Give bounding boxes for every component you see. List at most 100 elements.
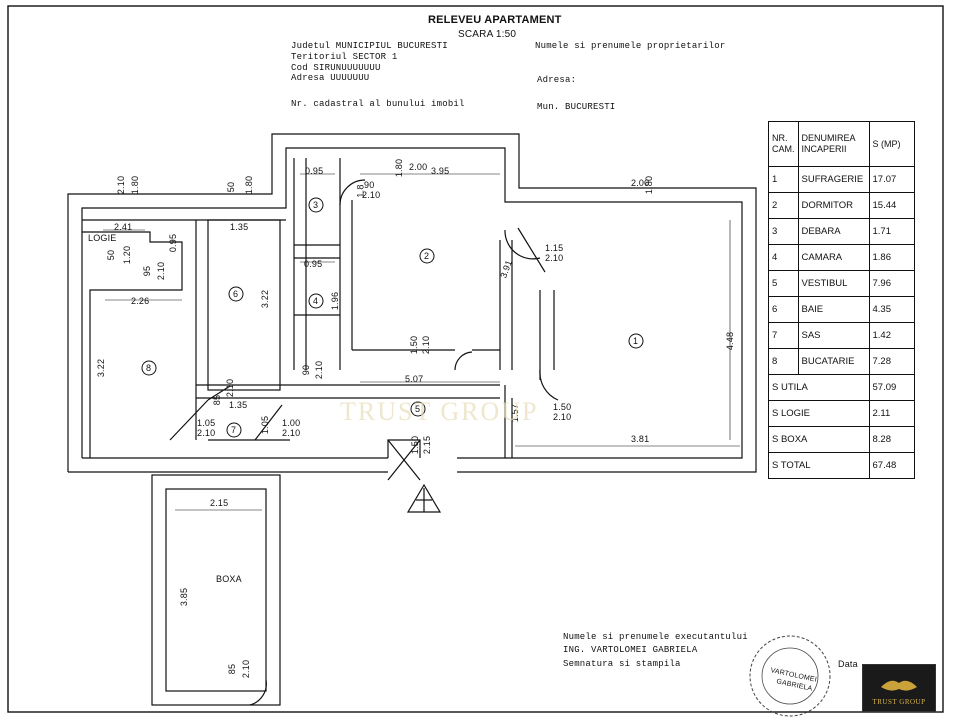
adresa-line: Adresa UUUUUUU — [291, 73, 370, 83]
room-area: 4.35 — [868, 296, 915, 323]
room-name: SUFRAGERIE — [797, 166, 870, 193]
cod-line: Cod SIRUNUUUUUUU — [291, 63, 381, 73]
dim-label: 2.10 — [241, 659, 252, 679]
total-value: 67.48 — [868, 452, 915, 479]
stamp-seal — [749, 635, 831, 717]
adresa2-line: Adresa: — [537, 75, 577, 85]
room-name: BAIE — [797, 296, 870, 323]
dim-label: 3.22 — [260, 289, 271, 309]
dim-label: 2.15 — [422, 435, 433, 455]
total-label: S UTILA — [768, 374, 870, 401]
trust-group-logo: TRUST GROUP — [862, 664, 936, 712]
dim-label: 2.10 — [225, 378, 236, 398]
watermark: TRUST GROUP — [340, 397, 539, 426]
room-2-marker — [419, 248, 435, 264]
table-row: 8 BUCATARIE 7.28 — [768, 348, 915, 375]
handshake-icon — [881, 680, 917, 691]
table-row: 5 VESTIBUL 7.96 — [768, 270, 915, 297]
dim-label: 2.00 — [409, 162, 428, 172]
total-value: 8.28 — [868, 426, 915, 453]
dim-label: 90 — [364, 180, 375, 190]
executant-label: Numele si prenumele executantului — [563, 632, 748, 642]
engineer-name: ING. VARTOLOMEI GABRIELA — [563, 645, 698, 655]
room-number-5: 5 — [415, 404, 421, 414]
dim-label: 85 — [212, 394, 223, 406]
total-label: S LOGIE — [768, 400, 870, 427]
room-number-1: 1 — [633, 336, 639, 346]
room-number-3: 3 — [313, 200, 319, 210]
total-row: S TOTAL 67.48 — [768, 452, 915, 479]
room-3-marker — [308, 197, 324, 213]
room-8-marker — [141, 360, 157, 376]
dim-label: 1.80 — [244, 175, 255, 195]
room-nr: 1 — [768, 166, 799, 193]
dim-label: 3.22 — [96, 358, 107, 378]
total-label: S BOXA — [768, 426, 870, 453]
boxa-label: BOXA — [216, 574, 242, 584]
room-nr: 7 — [768, 322, 799, 349]
table-row: 4 CAMARA 1.86 — [768, 244, 915, 271]
plan-scale: SCARA 1:50 — [458, 29, 517, 40]
dim-label: 1.50 — [409, 335, 420, 355]
dim-label: 85 — [227, 663, 238, 675]
total-label: S TOTAL — [768, 452, 870, 479]
room-4-marker — [308, 293, 324, 309]
total-value: 2.11 — [868, 400, 915, 427]
room-nr: 4 — [768, 244, 799, 271]
dim-label: 1.50 — [410, 435, 421, 455]
room-nr: 3 — [768, 218, 799, 245]
dim-label: 2.15 — [210, 498, 229, 508]
total-value: 57.09 — [868, 374, 915, 401]
dim-label: 3.95 — [431, 166, 450, 176]
dim-label: 1.05 — [197, 418, 216, 428]
dim-label: 50 — [226, 181, 237, 193]
table-row: 7 SAS 1.42 — [768, 322, 915, 349]
dim-label: 1.80 — [130, 175, 141, 195]
room-6-marker — [228, 286, 244, 302]
room-area: 15.44 — [868, 192, 915, 219]
room-7-marker — [226, 422, 242, 438]
room-area: 1.71 — [868, 218, 915, 245]
mun-line: Mun. BUCURESTI — [537, 102, 616, 112]
teritoriul-line: Teritoriul SECTOR 1 — [291, 52, 398, 62]
room-area: 17.07 — [868, 166, 915, 193]
dim-label: 2.10 — [197, 428, 216, 438]
total-row: S UTILA 57.09 — [768, 374, 915, 401]
proprietari-line: Numele si prenumele proprietarilor — [535, 41, 726, 51]
total-row: S BOXA 8.28 — [768, 426, 915, 453]
room-1-marker — [628, 333, 644, 349]
dim-label: 2.10 — [116, 175, 127, 195]
total-row: S LOGIE 2.11 — [768, 400, 915, 427]
dim-label: 2.10 — [156, 261, 167, 281]
room-nr: 6 — [768, 296, 799, 323]
dim-label: 95 — [142, 265, 153, 277]
judet-line: Judetul MUNICIPIUL BUCURESTI — [291, 41, 448, 51]
dim-label: 2.10 — [545, 253, 564, 263]
room-name: BUCATARIE — [797, 348, 870, 375]
col-name-header: DENUMIREA INCAPERII — [797, 121, 870, 167]
dim-label: 2.10 — [553, 412, 572, 422]
dim-label: 2.10 — [421, 335, 432, 355]
cadastral-line: Nr. cadastral al bunului imobil — [291, 99, 465, 109]
room-area: 7.28 — [868, 348, 915, 375]
room-number-4: 4 — [313, 296, 319, 306]
dim-label: 4.48 — [725, 331, 736, 351]
dim-label: 1.80 — [644, 175, 655, 195]
room-5-marker — [410, 401, 426, 417]
signature-label: Semnatura si stampila — [563, 659, 681, 669]
dim-label: 3.85 — [179, 587, 190, 607]
dim-label: 2.41 — [114, 222, 133, 232]
dim-label: 1.15 — [545, 243, 564, 253]
room-number-7: 7 — [231, 425, 237, 435]
col-s-header: S (MP) — [868, 121, 915, 167]
dim-label: 1.80 — [394, 158, 405, 178]
room-area: 1.42 — [868, 322, 915, 349]
dim-label: 0.95 — [305, 166, 324, 176]
dim-label: 5.07 — [405, 374, 424, 384]
logo-text: TRUST GROUP — [872, 698, 926, 706]
room-name: VESTIBUL — [797, 270, 870, 297]
dim-label: 0.95 — [168, 233, 179, 253]
dim-label: 1.05 — [260, 415, 271, 435]
